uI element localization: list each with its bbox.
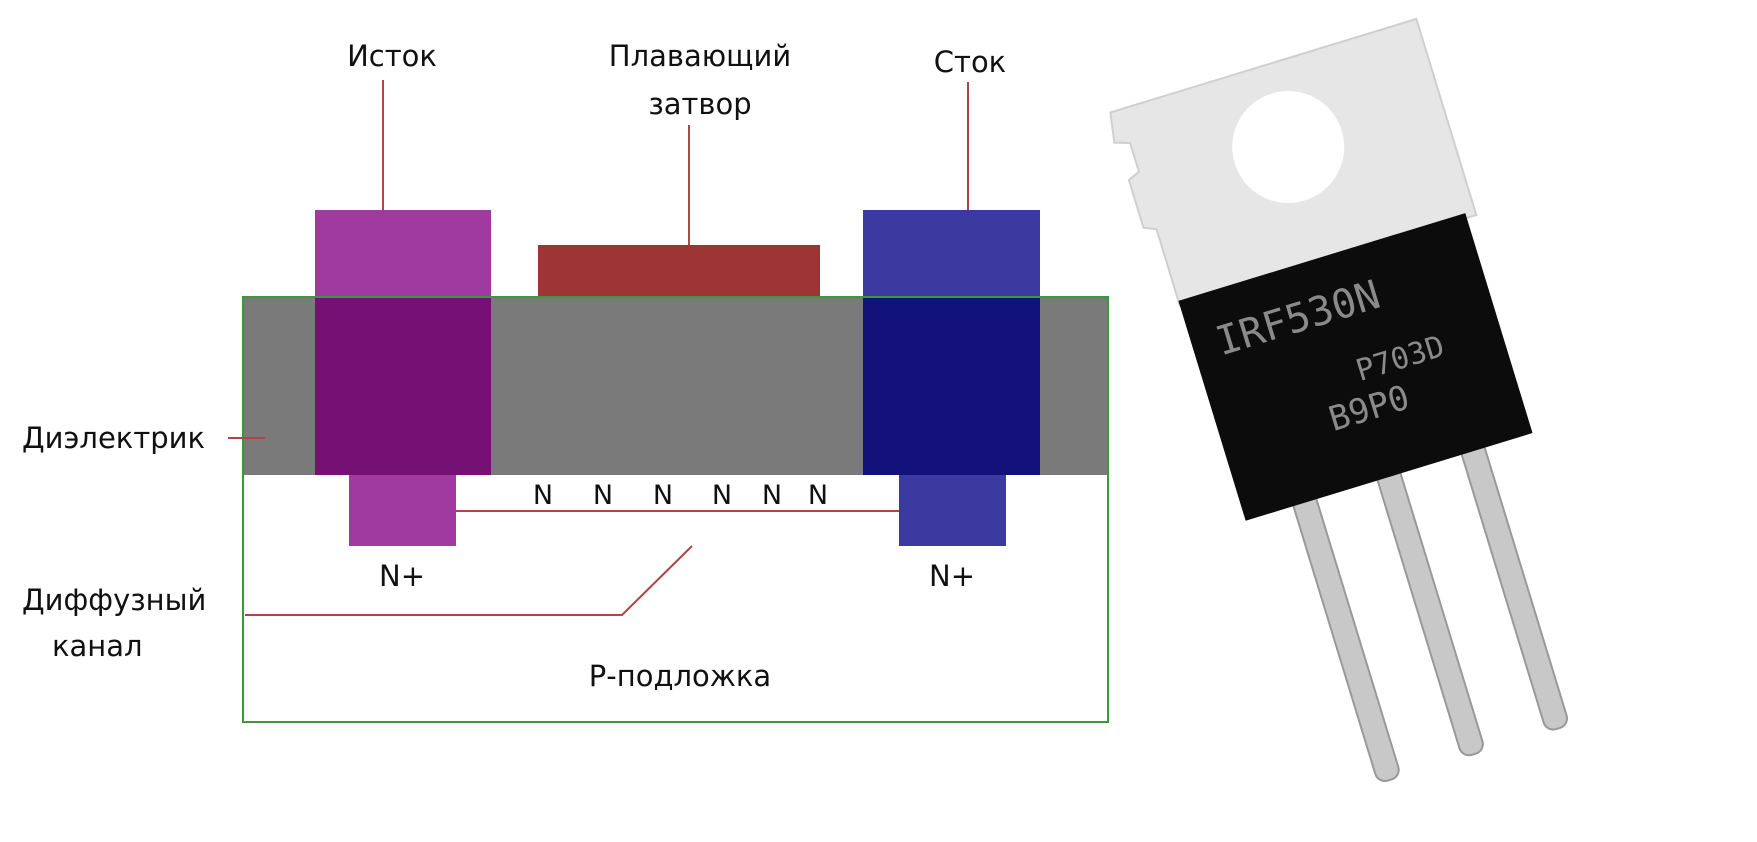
drain-label: Сток [934,45,1006,79]
carrier-n: N [712,480,732,511]
floating-gate [538,245,820,297]
carrier-n: N [762,480,782,511]
drain-contact [863,210,1040,297]
transistor-body [1178,213,1533,521]
transistor-leads [1290,434,1569,782]
lead-gate [1290,486,1400,782]
substrate-label: Р-подложка [589,659,771,693]
diffusion-channel-label-line1: Диффузный [22,583,206,617]
drain-via [863,297,1040,475]
source-label: Исток [347,39,437,73]
leader-lines [228,80,969,616]
source-contact [315,210,491,297]
carrier-n: N [808,480,828,511]
drain-n-plus-label: N+ [929,559,975,593]
source-n-plus-label: N+ [379,559,425,593]
dielectric-label: Диэлектрик [22,421,205,455]
source-via [315,297,491,475]
floating-gate-label-line1: Плавающий [609,39,791,73]
carrier-n: N [533,480,553,511]
irf530n-transistor-image: IRF530N P703D B9P0 [1109,17,1569,782]
carrier-n: N [653,480,673,511]
carrier-n: N [593,480,613,511]
drain-n-plus-region [899,475,1006,546]
mounting-hole [1232,90,1345,203]
lead-source [1458,434,1569,731]
channel-carriers: N N N N N N [533,480,828,511]
source-n-plus-region [349,475,456,546]
floating-gate-label-line2: затвор [648,87,751,121]
lead-drain [1374,460,1484,757]
diffusion-channel-label-line2: канал [52,629,143,663]
